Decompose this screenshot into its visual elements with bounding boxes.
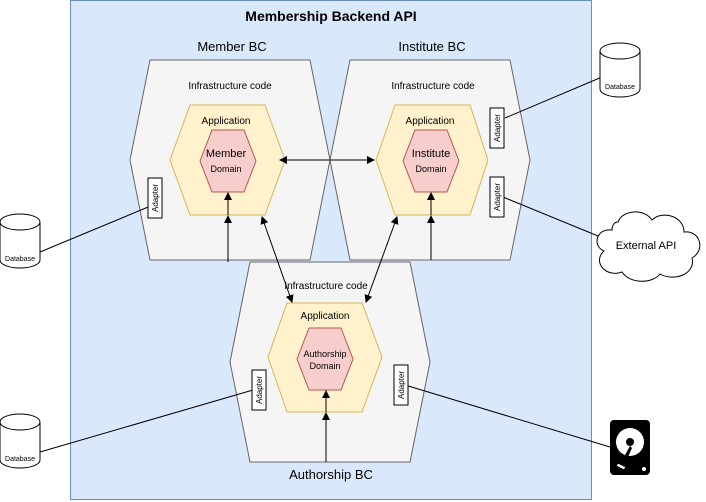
member-domain-hexagon (199, 129, 257, 193)
institute-external-api-connection (502, 196, 599, 237)
member-domain-name: Member (206, 148, 247, 160)
authorship-bc: Infrastructure code Application Authorsh… (229, 261, 431, 482)
authorship-db-connection (39, 389, 254, 453)
institute-db-connection (504, 76, 603, 119)
institute-adapter-bottom: Adapter (489, 176, 505, 218)
member-bc-label: Member BC (197, 39, 266, 54)
database-label-top-right: Database (605, 84, 635, 91)
institute-application-label: Application (406, 116, 455, 127)
database-icon: Database (599, 42, 641, 98)
external-api-label: External API (616, 240, 677, 252)
authorship-domain-word: Domain (309, 361, 340, 371)
institute-authorship-connector (364, 216, 399, 303)
database-icon: Database (0, 413, 41, 469)
hard-disk-icon (610, 420, 650, 475)
member-bc: Member BC Infrastructure code Applicatio… (129, 39, 331, 261)
institute-domain-name: Institute (412, 148, 451, 160)
cloud-icon: External API (596, 211, 701, 282)
institute-infrastructure-label: Infrastructure code (391, 81, 475, 92)
authorship-adapter-right: Adapter (393, 364, 409, 406)
member-application-label: Application (202, 116, 251, 127)
member-adapter: Adapter (147, 177, 163, 219)
institute-adapter-top-label: Adapter (493, 114, 502, 142)
authorship-adapter-right-label: Adapter (397, 371, 406, 399)
authorship-domain-hexagon (296, 327, 354, 391)
member-domain-word: Domain (210, 164, 241, 174)
authorship-infrastructure-label: Infrastructure code (284, 281, 368, 292)
member-infrastructure-label: Infrastructure code (188, 81, 272, 92)
member-authorship-connector (260, 216, 294, 303)
institute-domain-hexagon (402, 129, 460, 193)
institute-domain-word: Domain (415, 164, 446, 174)
database-icon: Database (0, 213, 41, 269)
institute-adapter-bottom-label: Adapter (493, 183, 502, 211)
institute-adapter-top: Adapter (489, 107, 505, 149)
member-db-connection (39, 204, 154, 253)
database-label-left-middle: Database (5, 256, 35, 263)
authorship-disk-connection (404, 384, 611, 448)
authorship-domain-name: Authorship (303, 349, 346, 359)
institute-bc: Institute BC Infrastructure code Applica… (329, 39, 531, 261)
page-title: Membership Backend API (245, 8, 416, 24)
institute-bc-label: Institute BC (398, 39, 465, 54)
authorship-adapter-left-label: Adapter (255, 376, 264, 404)
authorship-bc-label: Authorship BC (289, 467, 373, 482)
member-adapter-label: Adapter (151, 184, 160, 212)
authorship-adapter-left: Adapter (251, 369, 267, 411)
database-label-left-bottom: Database (5, 456, 35, 463)
authorship-application-label: Application (301, 311, 350, 322)
